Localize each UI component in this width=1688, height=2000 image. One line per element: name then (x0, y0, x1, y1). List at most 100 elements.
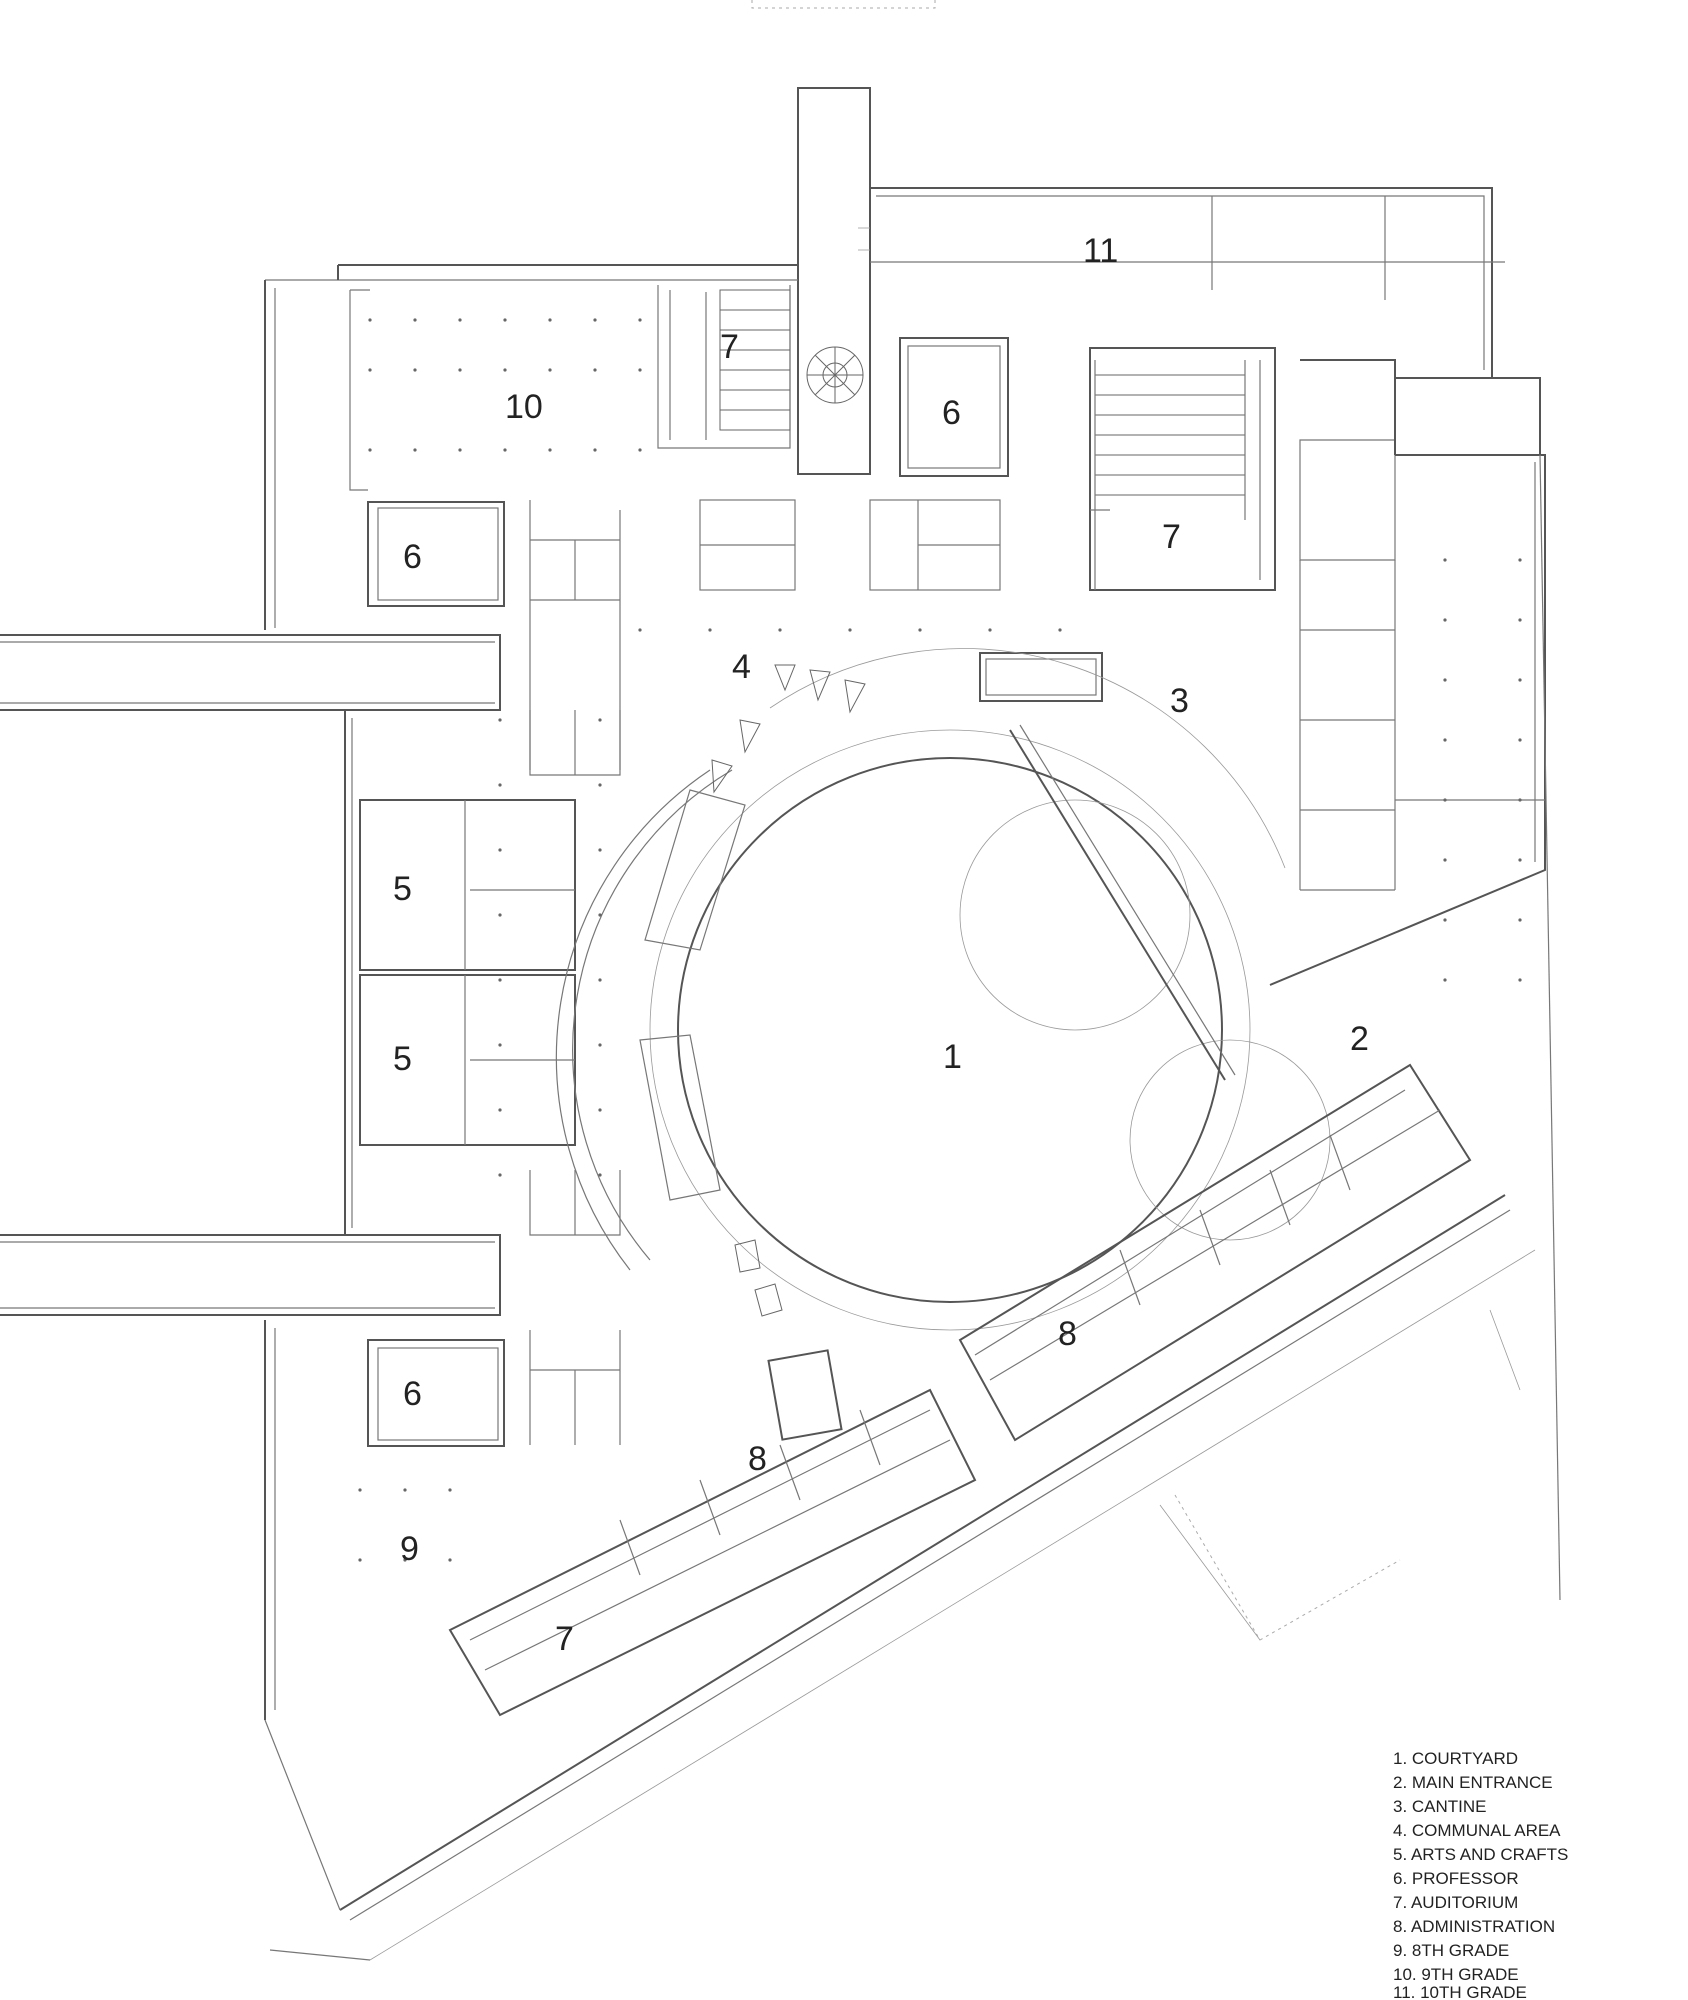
column-dot (413, 448, 417, 452)
column-dot (1518, 798, 1522, 802)
legend: 1. COURTYARD 2. MAIN ENTRANCE 3. CANTINE… (1393, 1749, 1568, 2000)
column-dot (498, 1043, 502, 1047)
label-auditorium-bottom: 7 (555, 1620, 574, 1658)
room-9th-grade (349, 285, 791, 491)
column-dot (1518, 978, 1522, 982)
label-auditorium-top-left: 7 (720, 328, 739, 366)
column-dot (638, 448, 642, 452)
label-8th-grade: 9 (400, 1530, 419, 1568)
label-main-entrance: 2 (1350, 1020, 1369, 1058)
room-labels: 1 2 3 4 5 5 6 6 6 7 7 7 8 8 9 10 11 (393, 232, 1369, 1658)
legend-item-8: 8. ADMINISTRATION (1393, 1917, 1555, 1936)
room-professor-top-middle (899, 337, 1009, 477)
legend-item-2: 2. MAIN ENTRANCE (1393, 1773, 1553, 1792)
column-dot (403, 1488, 407, 1492)
legend-item-10: 10. 9TH GRADE (1393, 1965, 1519, 1984)
room-arts-crafts-2 (359, 974, 576, 1146)
north-tower (797, 87, 871, 475)
ring-pods (639, 664, 866, 1317)
column-dot (458, 368, 462, 372)
room-professor-top-left (367, 500, 621, 770)
site-line-south (1174, 1494, 1401, 1641)
column-dot (638, 368, 642, 372)
column-dot (548, 318, 552, 322)
column-dot (1518, 618, 1522, 622)
column-dot (498, 978, 502, 982)
column-dot (848, 628, 852, 632)
legend-item-11: 11. 10TH GRADE (1393, 1983, 1527, 2000)
label-arts-crafts-1: 5 (393, 870, 412, 908)
label-professor-top-middle: 6 (942, 394, 961, 432)
column-dot (598, 783, 602, 787)
column-dot (1518, 678, 1522, 682)
label-professor-top-left: 6 (403, 538, 422, 576)
column-dot (498, 783, 502, 787)
auditorium-top-right (1089, 347, 1276, 591)
column-dot (638, 318, 642, 322)
column-dot (358, 1488, 362, 1492)
column-dot (708, 628, 712, 632)
label-administration-left: 8 (748, 1440, 767, 1478)
service-blocks-top (699, 499, 1001, 591)
legend-item-7: 7. AUDITORIUM (1393, 1893, 1518, 1912)
legend-item-5: 5. ARTS AND CRAFTS (1393, 1845, 1568, 1864)
outer-wall-north (264, 264, 798, 630)
site-line-top (751, 0, 936, 9)
column-dot (458, 448, 462, 452)
column-dot (593, 368, 597, 372)
column-dot (1443, 618, 1447, 622)
column-dot (368, 318, 372, 322)
column-dot (1518, 858, 1522, 862)
column-dot (598, 718, 602, 722)
east-wing (1269, 359, 1561, 1601)
column-dot (598, 1108, 602, 1112)
column-dot (498, 718, 502, 722)
courtyard (555, 648, 1331, 1331)
legend-item-3: 3. CANTINE (1393, 1797, 1487, 1816)
label-10th-grade: 11 (1083, 232, 1118, 270)
column-dot (598, 978, 602, 982)
legend-item-4: 4. COMMUNAL AREA (1393, 1821, 1561, 1840)
column-dot (498, 1108, 502, 1112)
label-arts-crafts-2: 5 (393, 1040, 412, 1078)
column-dot (498, 848, 502, 852)
column-dot (1443, 678, 1447, 682)
column-dot (1443, 858, 1447, 862)
column-dot (368, 368, 372, 372)
column-dot (548, 368, 552, 372)
west-wing (0, 634, 501, 1720)
cantine-counter (979, 652, 1103, 702)
column-dot (988, 628, 992, 632)
column-dot (1443, 978, 1447, 982)
label-cantine: 3 (1170, 682, 1189, 720)
label-9th-grade: 10 (505, 388, 543, 426)
column-dot (1518, 738, 1522, 742)
column-dot (1518, 918, 1522, 922)
column-dot (503, 448, 507, 452)
column-dot (413, 318, 417, 322)
label-professor-bottom-left: 6 (403, 1375, 422, 1413)
legend-item-1: 1. COURTYARD (1393, 1749, 1518, 1768)
column-dot (598, 848, 602, 852)
column-dot (593, 318, 597, 322)
column-dot (1443, 918, 1447, 922)
column-dot (1443, 798, 1447, 802)
column-dot (1058, 628, 1062, 632)
column-dot (598, 913, 602, 917)
column-dot (918, 628, 922, 632)
column-dot (548, 448, 552, 452)
column-dot (448, 1488, 452, 1492)
admin-band (448, 1063, 1472, 1717)
column-dot (593, 448, 597, 452)
column-dot (778, 628, 782, 632)
label-administration-right: 8 (1058, 1315, 1077, 1353)
column-dot (448, 1558, 452, 1562)
column-dot (498, 1173, 502, 1177)
label-courtyard: 1 (943, 1038, 962, 1076)
column-dot (413, 368, 417, 372)
column-dot (403, 1558, 407, 1562)
column-dot (358, 1558, 362, 1562)
column-dot (598, 1043, 602, 1047)
column-grid (358, 318, 1522, 1562)
